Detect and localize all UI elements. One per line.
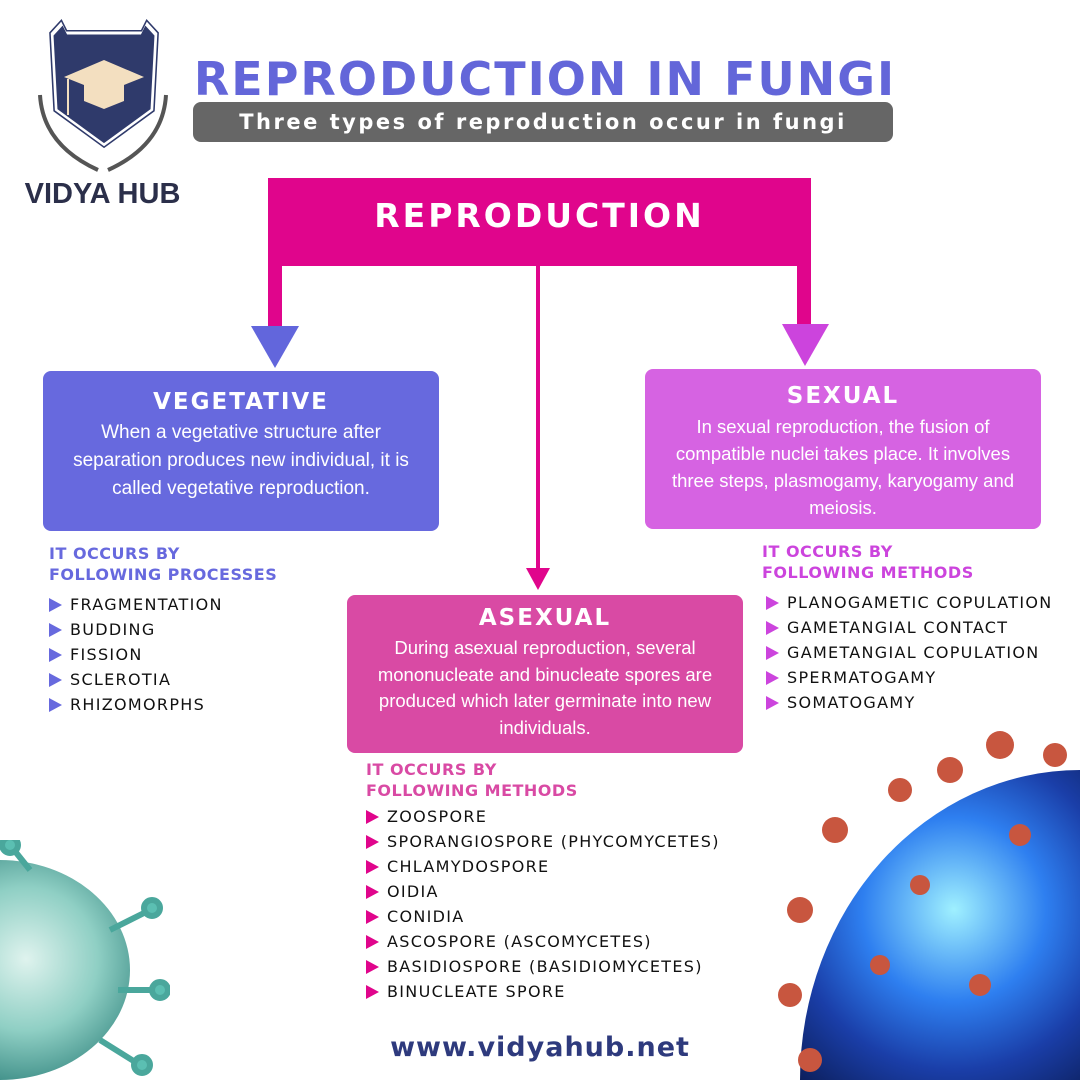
graduation-shield-icon <box>38 18 168 172</box>
asexual-box: ASEXUAL During asexual reproduction, sev… <box>347 595 743 753</box>
list-item: ASCOSPORE (ASCOMYCETES) <box>366 929 720 954</box>
triangle-bullet-icon <box>766 645 779 660</box>
asexual-title: ASEXUAL <box>478 605 612 631</box>
arrow-to-vegetative <box>251 326 299 368</box>
list-item: SCLEROTIA <box>49 667 277 692</box>
center-connector <box>536 266 540 571</box>
arrow-to-sexual <box>782 324 829 366</box>
triangle-bullet-icon <box>366 934 379 949</box>
vegetative-title: VEGETATIVE <box>153 389 329 415</box>
list-item: FRAGMENTATION <box>49 592 277 617</box>
triangle-bullet-icon <box>49 672 62 687</box>
left-connector <box>268 266 282 328</box>
virus-spikes-left <box>0 840 170 1076</box>
logo-text: VIDYA HUB <box>24 178 181 210</box>
sexual-box: SEXUAL In sexual reproduction, the fusio… <box>645 369 1041 529</box>
sexual-list: PLANOGAMETIC COPULATION GAMETANGIAL CONT… <box>766 590 1053 715</box>
website-url[interactable]: www.vidyahub.net <box>390 1032 690 1063</box>
list-item: PLANOGAMETIC COPULATION <box>766 590 1053 615</box>
vegetative-description: When a vegetative structure after separa… <box>73 422 409 499</box>
list-item: GAMETANGIAL COPULATION <box>766 640 1053 665</box>
list-item: OIDIA <box>366 879 720 904</box>
triangle-bullet-icon <box>49 597 62 612</box>
triangle-bullet-icon <box>366 834 379 849</box>
triangle-bullet-icon <box>366 884 379 899</box>
triangle-bullet-icon <box>366 984 379 999</box>
triangle-bullet-icon <box>766 595 779 610</box>
list-item: RHIZOMORPHS <box>49 692 277 717</box>
triangle-bullet-icon <box>766 670 779 685</box>
list-item: SPORANGIOSPORE (PHYCOMYCETES) <box>366 829 720 854</box>
list-item: CHLAMYDOSPORE <box>366 854 720 879</box>
list-item: BASIDIOSPORE (BASIDIOMYCETES) <box>366 954 720 979</box>
list-item: BUDDING <box>49 617 277 642</box>
logo <box>28 15 178 180</box>
triangle-bullet-icon <box>366 909 379 924</box>
vegetative-box: VEGETATIVE When a vegetative structure a… <box>43 371 439 531</box>
asexual-list: ZOOSPORE SPORANGIOSPORE (PHYCOMYCETES) C… <box>366 804 720 1004</box>
list-item: SOMATOGAMY <box>766 690 1053 715</box>
root-label: REPRODUCTION <box>374 196 705 235</box>
triangle-bullet-icon <box>49 622 62 637</box>
virus-spikes-right <box>778 731 1067 1072</box>
sexual-description: In sexual reproduction, the fusion of co… <box>671 416 1015 518</box>
list-item: BINUCLEATE SPORE <box>366 979 720 1004</box>
triangle-bullet-icon <box>766 620 779 635</box>
list-item: GAMETANGIAL CONTACT <box>766 615 1053 640</box>
triangle-bullet-icon <box>366 959 379 974</box>
list-item: ZOOSPORE <box>366 804 720 829</box>
list-item: SPERMATOGAMY <box>766 665 1053 690</box>
triangle-bullet-icon <box>49 697 62 712</box>
vegetative-list: FRAGMENTATION BUDDING FISSION SCLEROTIA … <box>49 592 277 717</box>
arrow-to-asexual <box>526 568 550 590</box>
list-item: FISSION <box>49 642 277 667</box>
connector-arrows <box>251 266 829 590</box>
list-item: CONIDIA <box>366 904 720 929</box>
triangle-bullet-icon <box>766 695 779 710</box>
asexual-description: During asexual reproduction, several mon… <box>377 637 713 738</box>
triangle-bullet-icon <box>49 647 62 662</box>
subtitle-banner: Three types of reproduction occur in fun… <box>193 102 893 142</box>
page-title: REPRODUCTION IN FUNGI <box>193 52 897 106</box>
reproduction-root-box: REPRODUCTION <box>268 178 811 266</box>
triangle-bullet-icon <box>366 809 379 824</box>
triangle-bullet-icon <box>366 859 379 874</box>
sexual-title: SEXUAL <box>786 383 900 409</box>
right-connector <box>797 266 811 328</box>
